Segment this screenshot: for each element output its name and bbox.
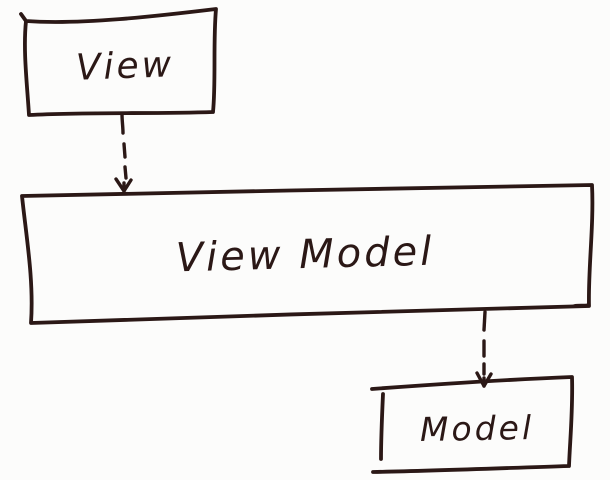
- view-box-outline: [19, 7, 218, 117]
- model-node-box: [370, 375, 575, 474]
- edge-viewmodel-to-model-arrow: [475, 310, 493, 388]
- edge-viewmodel-to-model-stub: [482, 310, 487, 332]
- edge-view-to-viewmodel-arrow: [114, 112, 133, 193]
- viewmodel-node-box: [20, 183, 595, 325]
- viewmodel-box-corner-scribble: [572, 303, 590, 308]
- viewmodel-box-outline: [20, 183, 595, 325]
- model-box-left-edge: [379, 392, 385, 461]
- model-box-outline: [370, 375, 575, 474]
- view-node-box: [19, 7, 218, 117]
- edge-view-to-viewmodel-stub: [120, 112, 125, 135]
- edge-view-to-viewmodel-dash: [122, 142, 127, 159]
- edge-view-to-viewmodel-dash: [123, 165, 128, 180]
